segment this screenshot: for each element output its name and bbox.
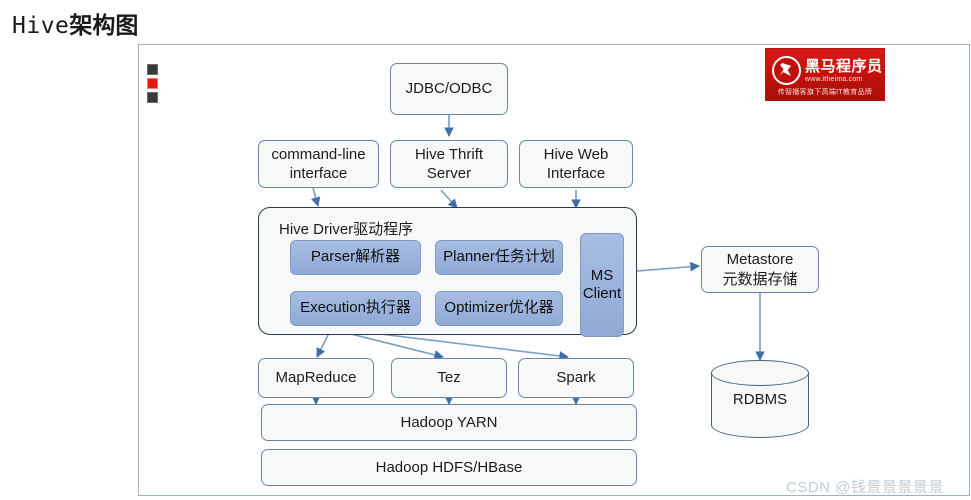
node-tez[interactable]: Tez [391,358,507,398]
page-title-en: Hive [12,13,70,39]
dark-square-icon [147,92,158,103]
node-command-line-interface[interactable]: command-line interface [258,140,379,188]
hive-driver-label: Hive Driver驱动程序 [279,221,414,238]
page-title-cn: 架构图 [69,13,139,39]
node-mapreduce[interactable]: MapReduce [258,358,374,398]
node-ms-client[interactable]: MS Client [580,233,624,337]
logo-main: 黑马程序员 www.itheima.com [772,56,883,85]
node-planner[interactable]: Planner任务计划 [435,240,563,275]
node-jdbc-odbc[interactable]: JDBC/ODBC [390,63,508,115]
node-execution[interactable]: Execution执行器 [290,291,421,326]
node-hadoop-yarn[interactable]: Hadoop YARN [261,404,637,441]
cylinder-top [711,360,809,386]
csdn-watermark: CSDN @钱景景景景景 [786,479,944,496]
red-square-icon [147,78,158,89]
slide-frame-bottom-edge [138,495,970,496]
node-hive-thrift-server[interactable]: Hive Thrift Server [390,140,508,188]
logo-tagline: 传智播客旗下高端IT教育品牌 [777,89,873,96]
rdbms-label: RDBMS [732,390,788,408]
metastore-label-cn: 元数据存储 [722,270,798,288]
node-metastore[interactable]: Metastore 元数据存储 [701,246,819,293]
metastore-label-en: Metastore [726,251,794,269]
node-hadoop-hdfs-hbase[interactable]: Hadoop HDFS/HBase [261,449,637,486]
dark-square-icon [147,64,158,75]
slide-frame-right-edge [969,44,970,496]
node-spark[interactable]: Spark [518,358,634,398]
horse-head-icon [772,56,801,85]
bullet-marks [147,64,158,106]
node-rdbms-database[interactable]: RDBMS [711,360,809,438]
page-title: Hive架构图 [12,6,138,40]
logo-text: 黑马程序员 www.itheima.com [805,59,883,83]
logo-name: 黑马程序员 [805,57,883,75]
node-parser[interactable]: Parser解析器 [290,240,421,275]
ms-client-label: MS Client [582,266,622,302]
node-hive-web-interface[interactable]: Hive Web Interface [519,140,633,188]
logo-url: www.itheima.com [805,75,863,83]
itheima-logo: 黑马程序员 www.itheima.com 传智播客旗下高端IT教育品牌 [765,48,885,101]
node-optimizer[interactable]: Optimizer优化器 [435,291,563,326]
